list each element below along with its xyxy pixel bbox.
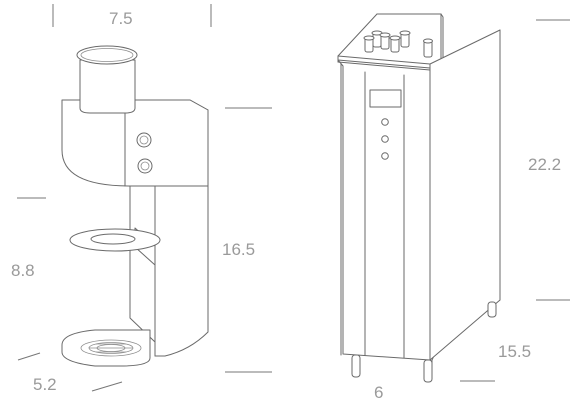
grinder-platform xyxy=(69,227,161,266)
tank-illustration xyxy=(337,13,501,383)
grinder-base xyxy=(61,329,151,367)
tank-connectors xyxy=(363,30,433,58)
grinder-illustration xyxy=(61,45,209,367)
tank-display xyxy=(369,89,402,108)
base-depth-tick-left xyxy=(17,352,41,361)
tank-foot-front-right xyxy=(423,359,433,383)
tank-button-3 xyxy=(381,152,389,160)
grinder-head xyxy=(61,99,209,187)
tank-width-label: 6 xyxy=(374,383,383,402)
base-depth-tick-right xyxy=(91,381,123,392)
base-depth-label: 5.2 xyxy=(33,375,57,394)
tank-foot-back-right xyxy=(487,301,497,318)
dimension-lines xyxy=(17,4,570,392)
stand-height-label: 8.8 xyxy=(11,261,35,280)
grinder-knob-top xyxy=(136,132,152,148)
tank-height-label: 22.2 xyxy=(528,155,561,174)
grinder-hopper xyxy=(76,45,138,114)
tank-button-2 xyxy=(381,135,389,143)
tank-foot-front-left xyxy=(351,354,361,378)
tank-button-1 xyxy=(381,118,389,126)
grinder-width-label: 7.5 xyxy=(109,9,133,28)
grinder-height-label: 16.5 xyxy=(222,240,255,259)
grinder-knob-bottom xyxy=(137,158,153,174)
tank-front-panel xyxy=(337,59,431,361)
tank-depth-label: 15.5 xyxy=(498,342,531,361)
